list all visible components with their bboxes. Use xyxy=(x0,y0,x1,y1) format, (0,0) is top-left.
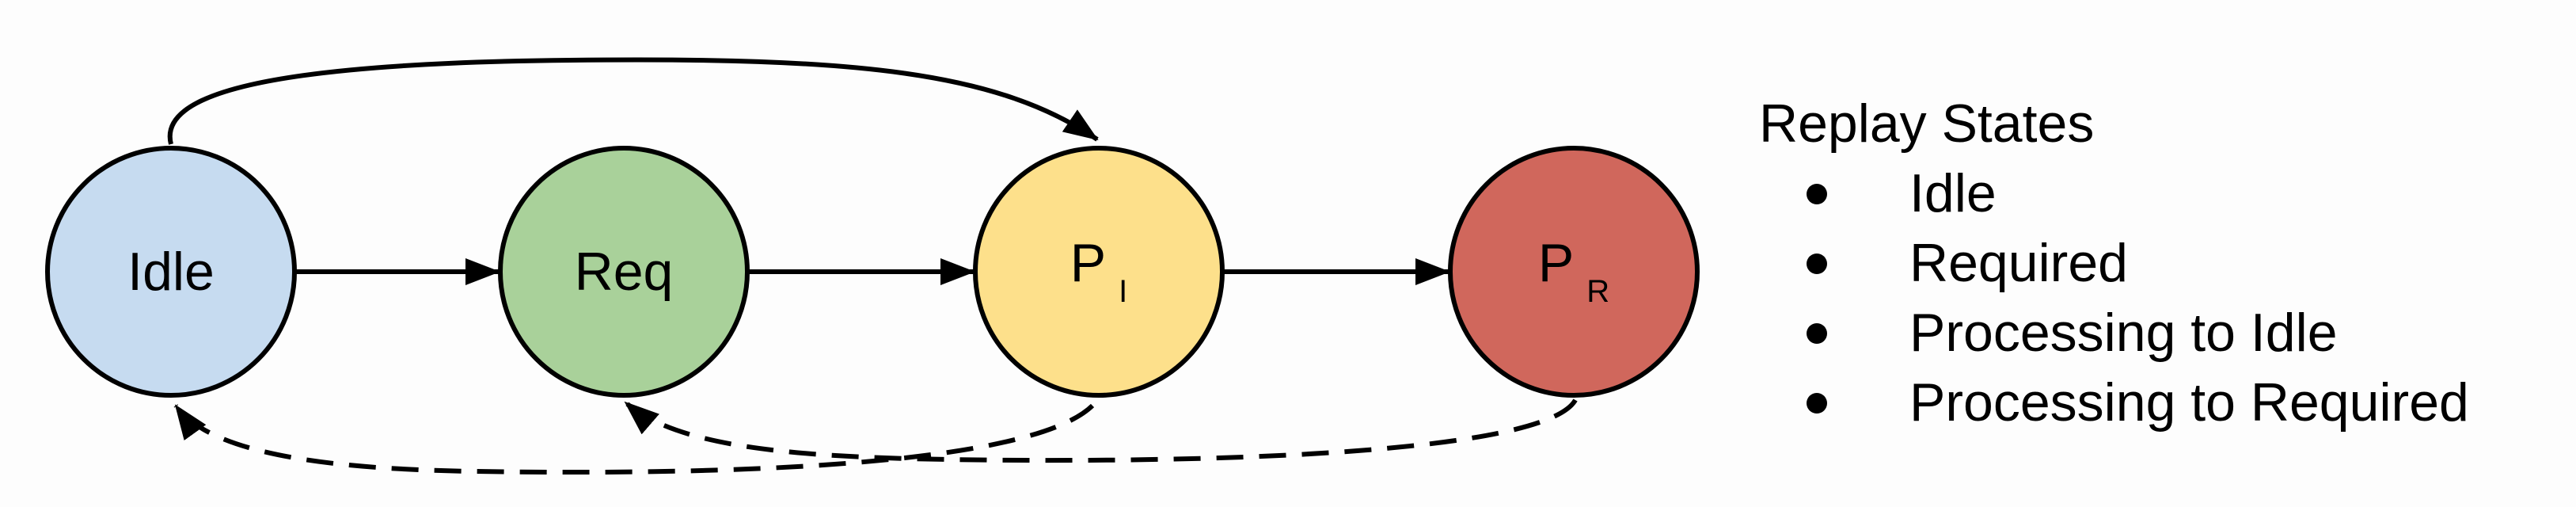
edge-idle-to-pi xyxy=(167,57,1099,145)
bullet-icon xyxy=(1807,393,1827,414)
legend-item: Required xyxy=(1759,228,2469,298)
bullet-icon xyxy=(1807,184,1827,204)
bullet-icon xyxy=(1807,254,1827,274)
legend-item: Processing to Idle xyxy=(1759,298,2469,368)
edge-pr-to-req xyxy=(624,398,1578,463)
node-pr-subscript: R xyxy=(1586,274,1610,309)
legend: Replay States Idle Required Processing t… xyxy=(1759,89,2469,437)
legend-list: Idle Required Processing to Idle Process… xyxy=(1759,158,2469,437)
node-idle-label: Idle xyxy=(127,242,215,302)
node-pr xyxy=(1448,146,1700,398)
node-pi-subscript: I xyxy=(1119,274,1128,309)
edge-pi-to-idle xyxy=(173,403,1095,475)
node-idle xyxy=(45,146,297,398)
node-req-label: Req xyxy=(574,242,674,302)
node-pi xyxy=(973,146,1225,398)
node-req xyxy=(498,146,750,398)
legend-title: Replay States xyxy=(1759,93,2095,154)
bullet-icon xyxy=(1807,323,1827,344)
legend-item: Idle xyxy=(1759,158,2469,228)
legend-item: Processing to Required xyxy=(1759,368,2469,437)
